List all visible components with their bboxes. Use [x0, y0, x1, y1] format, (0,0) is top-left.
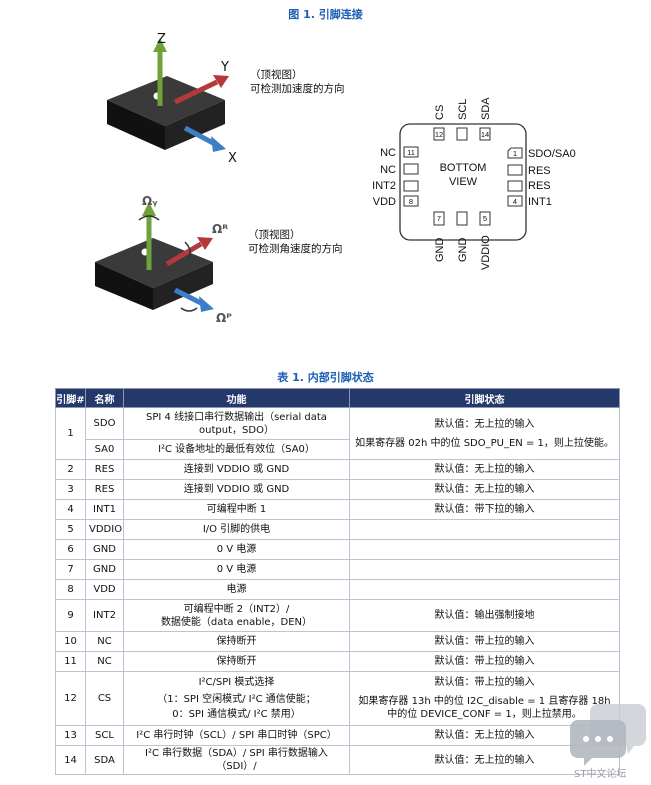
header-function: 功能: [123, 388, 350, 408]
x-arrow: [183, 125, 217, 147]
omega-p-label: Ωᴾ: [216, 311, 232, 325]
x-axis-label: X: [228, 151, 237, 166]
pin-label-res-2: RES: [528, 165, 551, 177]
y-axis-label: Y: [221, 60, 229, 75]
table-row: 10 NC 保持断开 默认值：带上拉的输入: [55, 631, 620, 652]
pin-label-nc-10: NC: [380, 164, 396, 176]
table-row: 14 SDA I²C 串行数据（SDA）/ SPI 串行数据输入（SDI）/ 默…: [55, 745, 620, 775]
omega-y-label: Ωᵧ: [142, 194, 158, 208]
table-row: 1 SDO SPI 4 线接口串行数据输出（serial data output…: [55, 407, 620, 460]
pin-label-gnd-7: GND: [434, 238, 446, 263]
pitch-arrow: [173, 287, 205, 307]
table-row: SA0 I²C 设备地址的最低有效位（SA0）: [56, 439, 620, 460]
table-row: 12 CS I²C/SPI 模式选择 （1：SPI 空闲模式/ I²C 通信使能…: [55, 671, 620, 726]
pin-label-nc-11: NC: [380, 147, 396, 159]
table-caption: 表 1. 内部引脚状态: [277, 371, 374, 384]
svg-text:11: 11: [407, 148, 415, 157]
chat-bubble-icon: [570, 704, 646, 766]
bottom-view-line1: BOTTOM: [440, 162, 487, 174]
y-arrow: [173, 79, 219, 105]
package-pinout-diagram: BOTTOM VIEW 12 14 CS SCL SDA 11 8 NC NC …: [372, 97, 576, 270]
top-pins: 12 14 CS SCL SDA: [433, 97, 492, 141]
table-row: 4 INT1 可编程中断 1 默认值：带下拉的输入: [55, 499, 620, 520]
pin-label-vddio: VDDIO: [480, 235, 492, 270]
pin-label-gnd-6: GND: [457, 238, 469, 263]
pin-label-int2: INT2: [372, 180, 396, 192]
pin-label-scl: SCL: [457, 99, 469, 120]
bottom-pins: 7 5 GND GND VDDIO: [433, 211, 492, 270]
svg-text:4: 4: [513, 197, 517, 206]
table-row: 13 SCL I²C 串行时钟（SCL）/ SPI 串口时钟（SPC） 默认值：…: [55, 725, 620, 746]
svg-text:1: 1: [513, 149, 517, 158]
table-header-row: 引脚# 名称 功能 引脚状态: [55, 388, 620, 408]
left-pins: 11 8 NC NC INT2 VDD: [372, 146, 419, 208]
roll-arrow: [165, 241, 203, 267]
figure-caption: 图 1. 引脚连接: [288, 8, 363, 21]
svg-text:14: 14: [481, 130, 489, 139]
table-row: 11 NC 保持断开 默认值：带上拉的输入: [55, 651, 620, 672]
table-row: 8 VDD 电源: [55, 579, 620, 600]
svg-text:5: 5: [483, 214, 487, 223]
accel-note: （顶视图） 可检测加速度的方向: [250, 69, 345, 95]
pin-label-int1: INT1: [528, 196, 552, 208]
watermark-text: ST中文论坛: [574, 769, 627, 780]
pin-label-vdd: VDD: [373, 196, 396, 208]
z-axis-label: Z: [157, 32, 166, 47]
svg-text:12: 12: [435, 130, 443, 139]
header-status: 引脚状态: [349, 388, 620, 408]
gyro-note: （顶视图） 可检测角速度的方向: [248, 229, 343, 255]
pin-label-cs: CS: [434, 105, 446, 120]
pin-status-table: 引脚# 名称 功能 引脚状态 1 SDO SPI 4 线接口串行数据输出（ser…: [55, 388, 620, 775]
table-row: 3 RES 连接到 VDDIO 或 GND 默认值：无上拉的输入: [55, 479, 620, 500]
pin-label-sda: SDA: [480, 97, 492, 120]
pin-label-sdo-sa0: SDO/SA0: [528, 148, 576, 160]
omega-r-label: Ωᴿ: [212, 222, 229, 236]
package-outline: [399, 123, 527, 241]
table-row: 6 GND 0 V 电源: [55, 539, 620, 560]
table-row: 2 RES 连接到 VDDIO 或 GND 默认值：无上拉的输入: [55, 459, 620, 480]
pin-label-res-3: RES: [528, 180, 551, 192]
table-row: 7 GND 0 V 电源: [55, 559, 620, 580]
header-name: 名称: [85, 388, 124, 408]
svg-text:8: 8: [409, 197, 413, 206]
bottom-view-line2: VIEW: [449, 176, 478, 188]
accel-chip-diagram: [107, 38, 229, 152]
header-pin: 引脚#: [55, 388, 86, 408]
table-row: 9 INT2 可编程中断 2（INT2）/ 数据使能（data enable，D…: [55, 599, 620, 632]
svg-text:7: 7: [437, 214, 441, 223]
table-row: 5 VDDIO I/O 引脚的供电: [55, 519, 620, 540]
gyro-chip-diagram: [95, 202, 214, 312]
right-pins: 1 4 SDO/SA0 RES RES INT1: [507, 147, 576, 208]
